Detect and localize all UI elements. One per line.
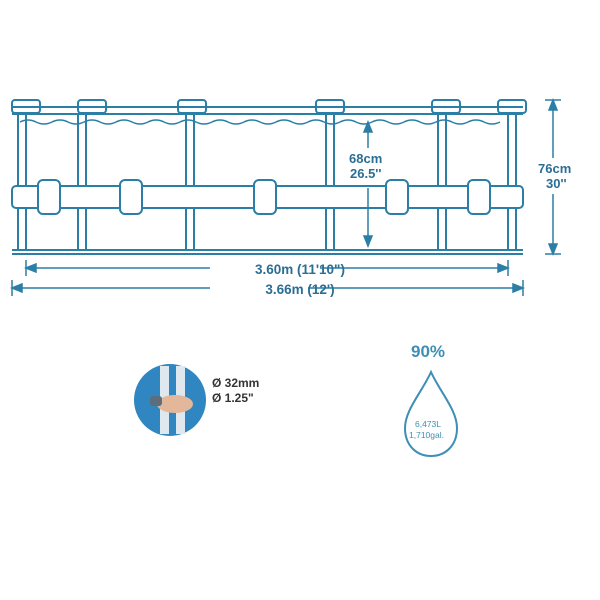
water-drop-icon [403, 369, 459, 458]
tube-diameter-icon [134, 364, 206, 436]
fill-percent-label: 90% [411, 342, 446, 361]
pool-height-cm-label: 76cm [538, 161, 572, 176]
water-height-cm-label: 68cm [349, 151, 383, 166]
tube-diameter-mm-label: Ø 32mm [212, 376, 260, 390]
dimension-lines [9, 97, 561, 296]
pool-height-in-label: 30'' [546, 176, 567, 191]
pool-frame [11, 99, 527, 255]
inner-width-label: 3.60m (11'10") [255, 262, 345, 277]
outer-width-label: 3.66m (12') [265, 282, 335, 297]
tube-diameter-in-label: Ø 1.25" [212, 391, 254, 405]
capacity-liters-label: 6,473L [415, 419, 441, 429]
water-height-in-label: 26.5'' [350, 166, 382, 181]
capacity-gallons-label: 1,710gal. [409, 430, 444, 440]
